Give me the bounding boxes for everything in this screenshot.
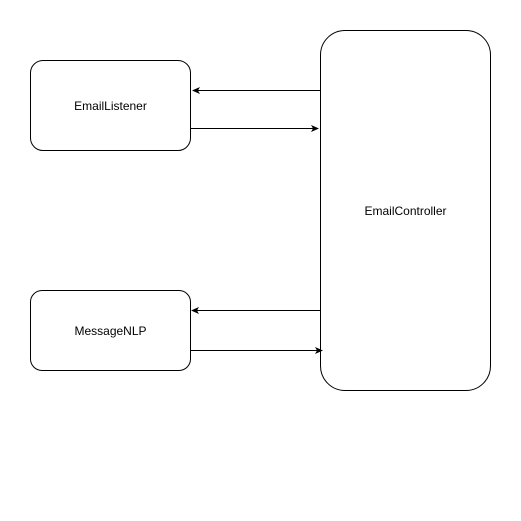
message-nlp-node: MessageNLP [30, 290, 191, 371]
message-nlp-label: MessageNLP [74, 323, 147, 338]
email-controller-label: EmailController [364, 203, 447, 218]
email-listener-label: EmailListener [74, 98, 147, 113]
email-controller-node: EmailController [320, 30, 491, 391]
email-listener-node: EmailListener [30, 60, 191, 151]
